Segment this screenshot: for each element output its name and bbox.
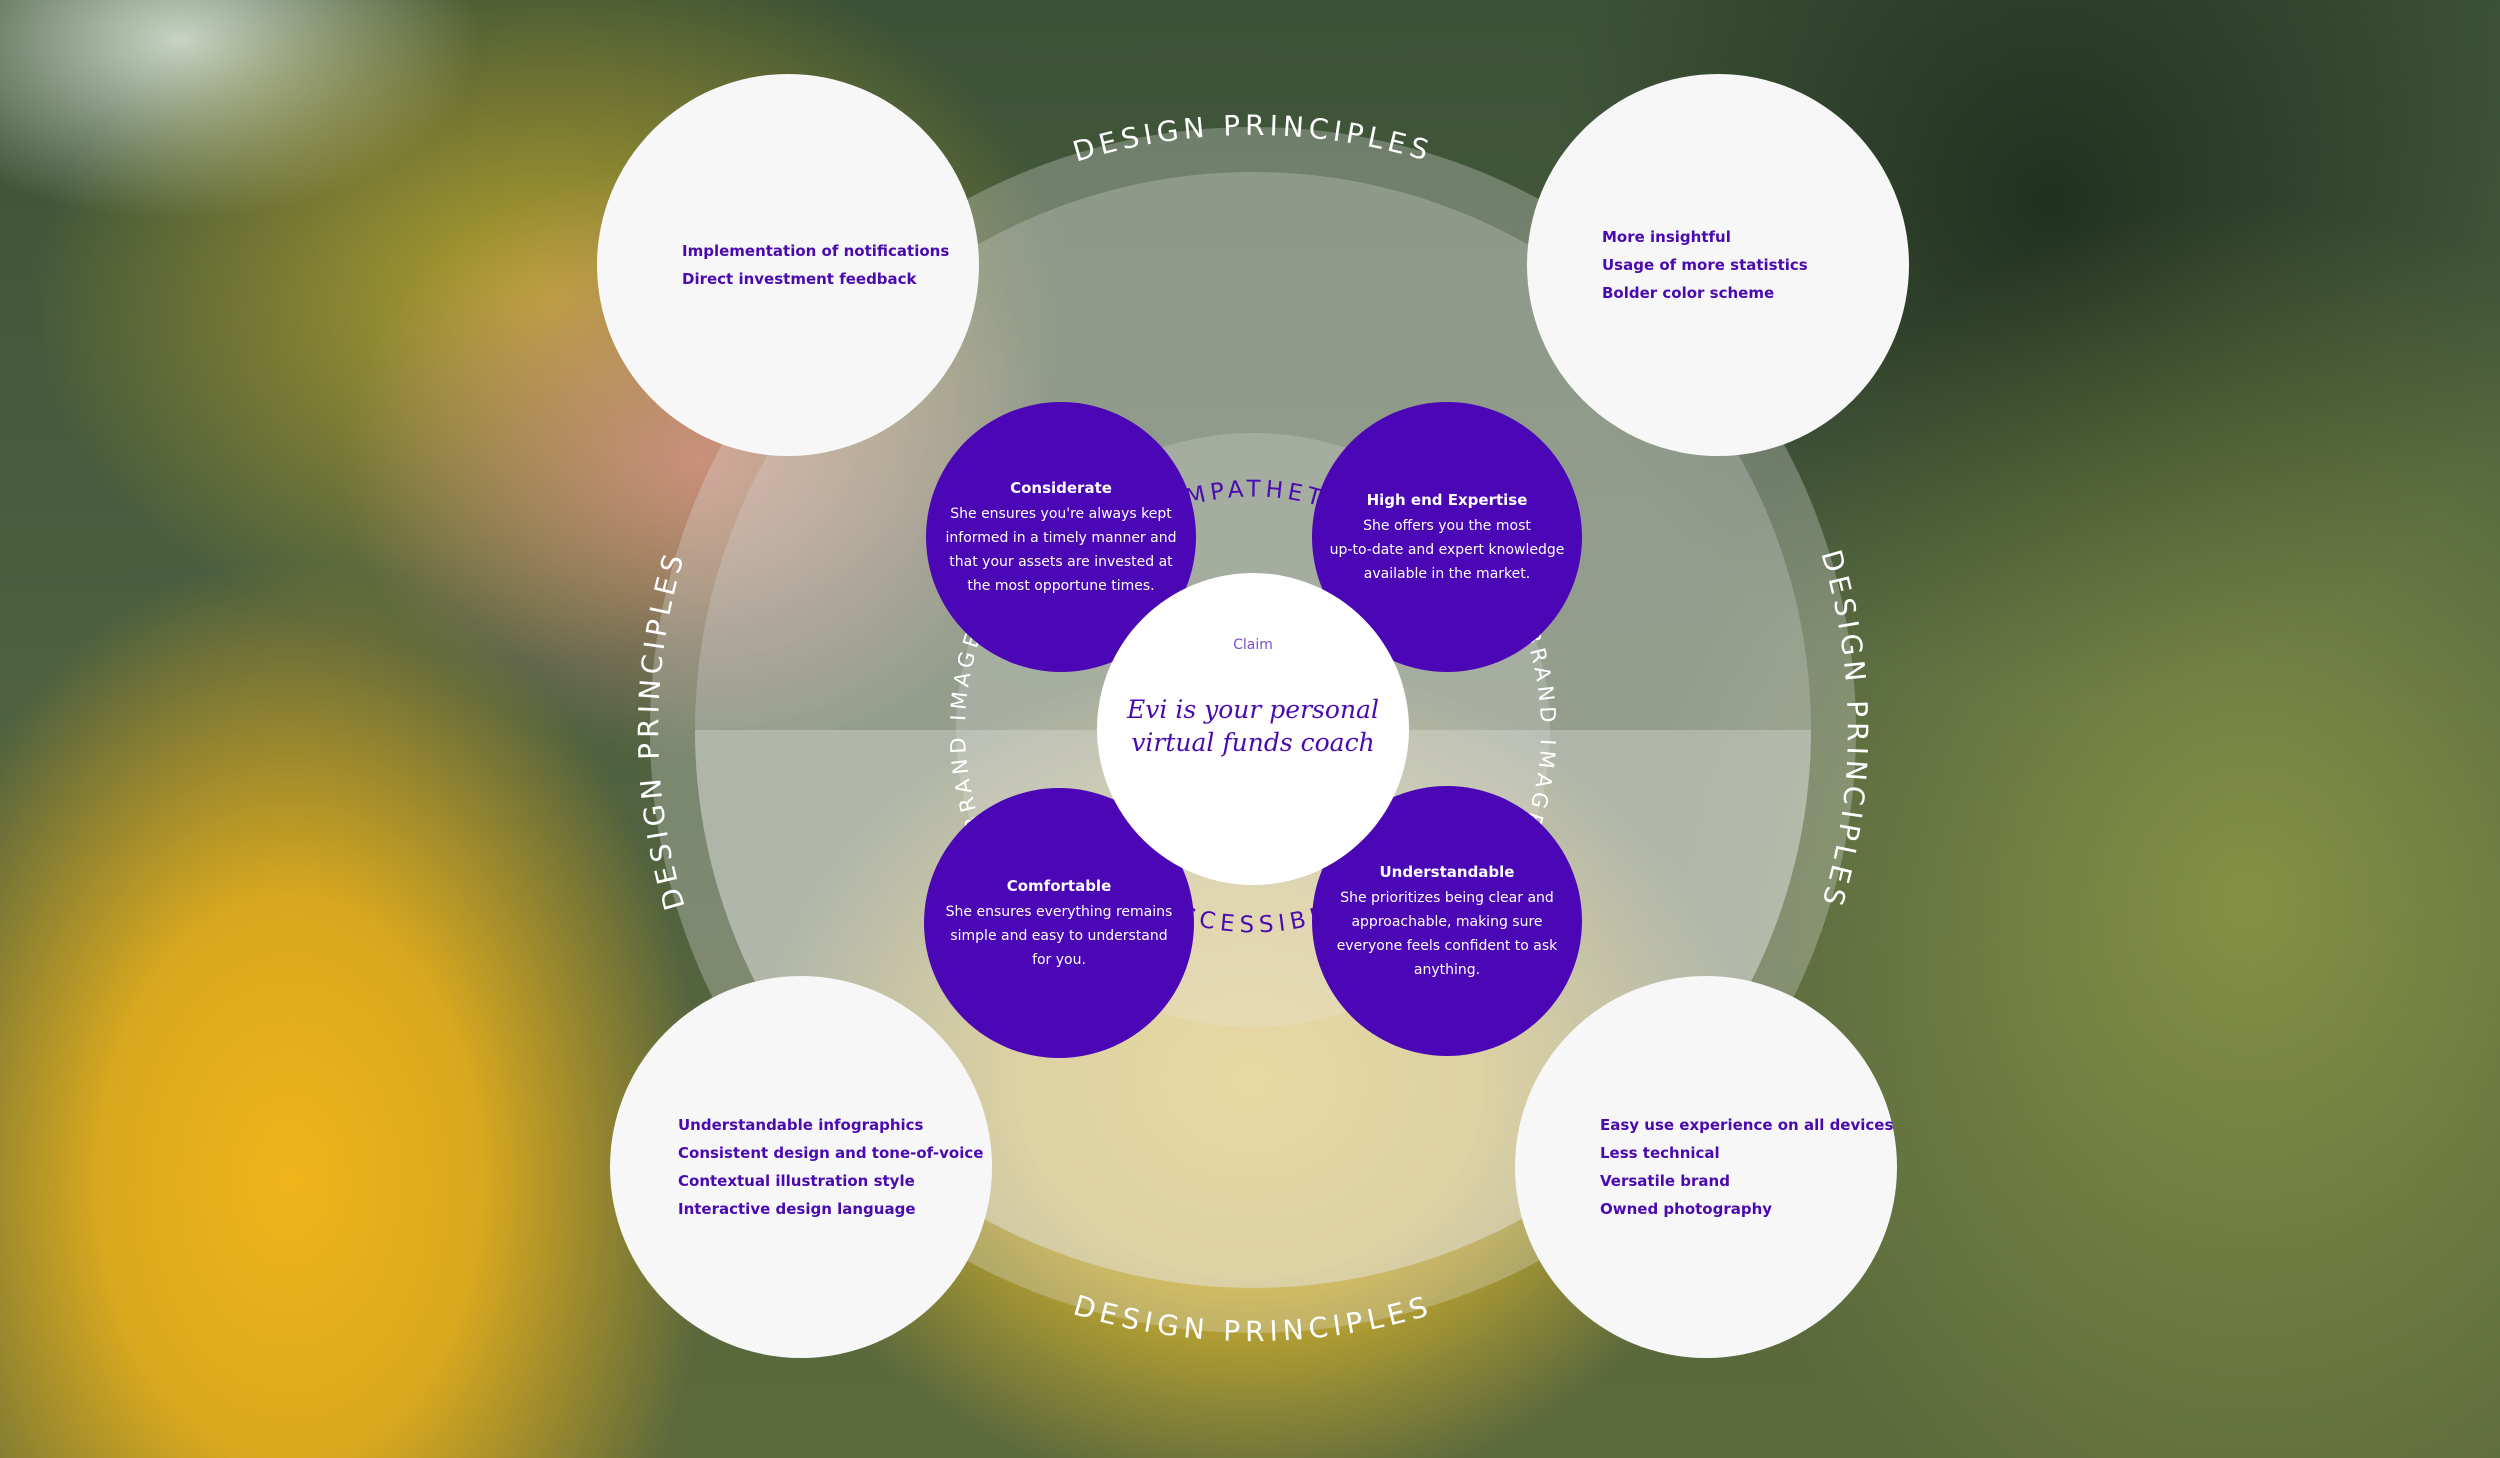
trait-description-line: informed in a timely manner and xyxy=(945,530,1177,546)
trait-title: Considerate xyxy=(1010,479,1112,497)
list-item: Interactive design language xyxy=(678,1200,916,1218)
bubble-bottom-right-list: Easy use experience on all devices Less … xyxy=(1600,1111,1897,1223)
trait-description-line: She prioritizes being clear and xyxy=(1340,890,1554,906)
list-item: Implementation of notifications xyxy=(682,242,950,260)
center-claim-circle: Claim Evi is your personal virtual funds… xyxy=(1097,573,1409,885)
list-item: Direct investment feedback xyxy=(682,270,917,288)
list-item: Owned photography xyxy=(1600,1200,1773,1218)
trait-description-line: anything. xyxy=(1413,962,1481,978)
bubble-bottom-left: Understandable infographics Consistent d… xyxy=(610,976,992,1358)
trait-title: Comfortable xyxy=(1006,877,1112,895)
trait-description-line: simple and easy to understand xyxy=(950,928,1168,944)
trait-description-line: for you. xyxy=(1032,952,1086,968)
trait-description-line: She ensures everything remains xyxy=(945,904,1173,920)
trait-description-line: approachable, making sure xyxy=(1351,914,1543,930)
trait-description-line: up-to-date and expert knowledge xyxy=(1329,542,1565,558)
trait-description-line: She offers you the most xyxy=(1363,518,1531,534)
trait-description-line: available in the market. xyxy=(1363,566,1531,582)
list-item: More insightful xyxy=(1602,228,1731,246)
list-item: Easy use experience on all devices xyxy=(1600,1116,1894,1134)
claim-text: Evi is your personal virtual funds coach xyxy=(1127,693,1379,759)
trait-description-line: She ensures you're always kept xyxy=(950,506,1172,522)
trait-title: Understandable xyxy=(1379,863,1515,881)
bubble-top-right: More insightful Usage of more statistics… xyxy=(1527,74,1909,456)
trait-description-line: the most opportune times. xyxy=(967,578,1155,594)
claim-line: Evi is your personal xyxy=(1127,695,1379,724)
list-item: Understandable infographics xyxy=(678,1116,924,1134)
bubble-top-left: Implementation of notifications Direct i… xyxy=(597,74,979,456)
claim-label: Claim xyxy=(1233,637,1273,653)
list-item: Versatile brand xyxy=(1600,1172,1730,1190)
list-item: Consistent design and tone-of-voice xyxy=(678,1144,984,1162)
trait-description-line: everyone feels confident to ask xyxy=(1336,938,1558,954)
bubble-bottom-right: Easy use experience on all devices Less … xyxy=(1515,976,1897,1358)
trait-title: High end Expertise xyxy=(1366,491,1528,509)
claim-line: virtual funds coach xyxy=(1131,728,1375,757)
trait-description-line: that your assets are invested at xyxy=(949,554,1173,570)
list-item: Contextual illustration style xyxy=(678,1172,915,1190)
list-item: Bolder color scheme xyxy=(1602,284,1775,302)
list-item: Usage of more statistics xyxy=(1602,256,1808,274)
bubble-bottom-left-list: Understandable infographics Consistent d… xyxy=(678,1111,992,1223)
bubble-top-right-list: More insightful Usage of more statistics… xyxy=(1602,223,1909,307)
list-item: Less technical xyxy=(1600,1144,1720,1162)
bubble-top-left-list: Implementation of notifications Direct i… xyxy=(682,237,979,293)
